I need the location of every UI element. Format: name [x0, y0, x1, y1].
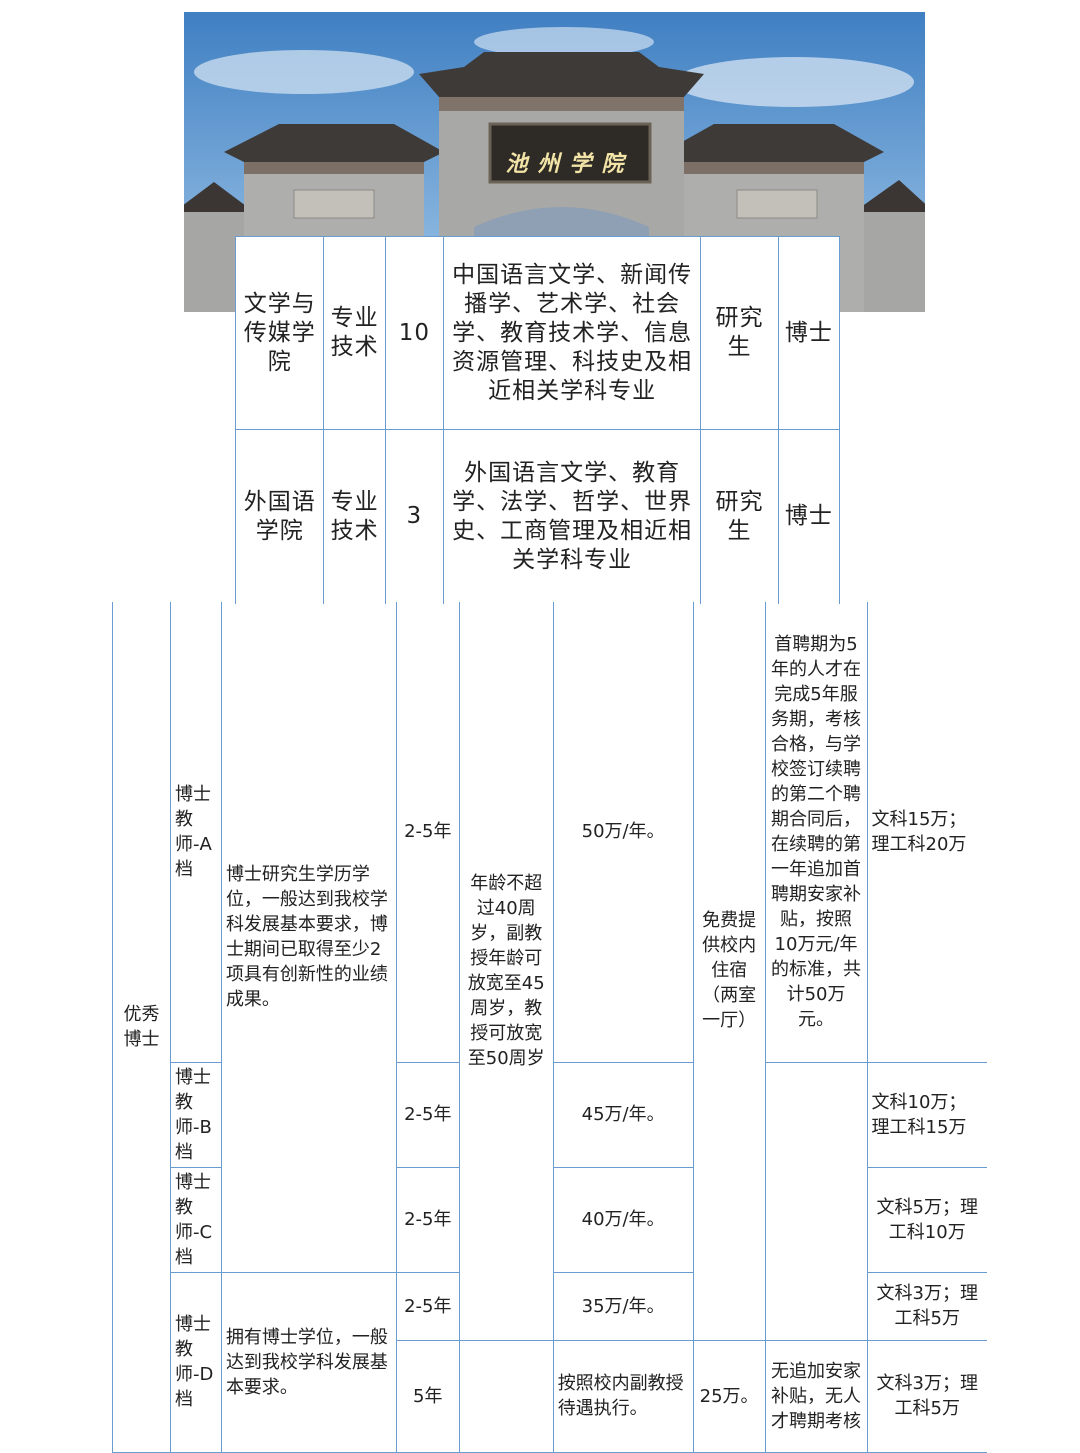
tier-name-cell: 博士教师-A档 — [169, 602, 222, 1063]
position-type-cell: 专业技术 — [323, 236, 386, 430]
tier-name-cell: 博士教师-D档 — [169, 1271, 222, 1453]
salary-cell: 按照校内副教授待遇执行。 — [552, 1339, 694, 1453]
term-cell: 2-5年 — [395, 1061, 460, 1168]
salary-cell: 35万/年。 — [552, 1271, 694, 1341]
table-row: 5年 按照校内副教授待遇执行。 25万。 无追加安家补贴，无人才聘期考核 文科3… — [113, 1339, 987, 1453]
education-cell: 研究生 — [700, 429, 779, 604]
term-cell: 2-5年 — [395, 1271, 460, 1341]
position-type-cell: 专业技术 — [323, 429, 386, 604]
age-requirement-cell-empty — [458, 1339, 554, 1453]
age-requirement-cell: 年龄不超过40周岁，副教授年龄可放宽至45周岁，教授可放宽至50周岁 — [458, 602, 554, 1341]
gate-sign-text: 池州学院 — [505, 151, 634, 177]
table-row: 博士教师-D档 拥有博士学位，一般达到我校学科发展基本要求。 2-5年 35万/… — [113, 1271, 987, 1453]
major-cell: 外国语言文学、教育学、法学、哲学、世界史、工商管理及相近相关学科专业 — [443, 429, 702, 604]
table-row: 博士教师-B档 2-5年 45万/年。 文科10万；理工科15万 — [113, 1061, 987, 1341]
housing-cell: 免费提供校内住宿（两室一厅） — [692, 602, 766, 1341]
salary-cell: 40万/年。 — [552, 1166, 694, 1273]
table-row: 博士教师-C档 2-5年 40万/年。 文科5万；理工科10万 — [113, 1166, 987, 1273]
settlement-cell-empty — [764, 1061, 868, 1341]
research-fund-cell: 文科10万；理工科15万 — [866, 1061, 987, 1168]
category-cell: 优秀博士 — [112, 602, 171, 1453]
settlement-note-cell: 无追加安家补贴，无人才聘期考核 — [764, 1339, 868, 1453]
requirement-cell: 博士研究生学历学位，一般达到我校学科发展基本要求，博士期间已取得至少2项具有创新… — [220, 602, 397, 1273]
term-cell: 2-5年 — [395, 1166, 460, 1273]
degree-cell: 博士 — [777, 236, 841, 430]
research-fund-cell: 文科15万；理工科20万 — [866, 602, 987, 1063]
college-cell: 文学与传媒学院 — [234, 236, 325, 430]
term-cell: 2-5年 — [395, 602, 460, 1063]
settlement-cell: 首聘期为5年的人才在完成5年服务期，考核合格，与学校签订续聘的第二个聘期合同后，… — [764, 602, 868, 1063]
recruitment-table: 文学与传媒学院 专业技术 10 中国语言文学、新闻传播学、艺术学、社会学、教育技… — [234, 236, 841, 604]
table-row: 外国语学院 专业技术 3 外国语言文学、教育学、法学、哲学、世界史、工商管理及相… — [234, 429, 841, 604]
headcount-cell: 10 — [384, 236, 445, 430]
education-cell: 研究生 — [700, 236, 779, 430]
settlement-amount-cell: 25万。 — [692, 1339, 766, 1453]
tier-name-cell: 博士教师-B档 — [169, 1061, 222, 1168]
college-cell: 外国语学院 — [234, 429, 325, 604]
headcount-cell: 3 — [384, 429, 445, 604]
tier-name-cell: 博士教师-C档 — [169, 1166, 222, 1273]
research-fund-cell: 文科3万；理工科5万 — [866, 1339, 987, 1453]
table-row: 优秀博士 博士教师-A档 博士研究生学历学位，一般达到我校学科发展基本要求，博士… — [112, 602, 987, 1453]
requirement-cell: 拥有博士学位，一般达到我校学科发展基本要求。 — [220, 1271, 397, 1453]
degree-cell: 博士 — [777, 429, 841, 604]
major-cell: 中国语言文学、新闻传播学、艺术学、社会学、教育技术学、信息资源管理、科技史及相近… — [443, 236, 702, 430]
salary-cell: 50万/年。 — [552, 602, 694, 1063]
talent-benefits-table: 优秀博士 博士教师-A档 博士研究生学历学位，一般达到我校学科发展基本要求，博士… — [112, 602, 987, 1453]
research-fund-cell: 文科5万；理工科10万 — [866, 1166, 987, 1273]
table-row: 文学与传媒学院 专业技术 10 中国语言文学、新闻传播学、艺术学、社会学、教育技… — [234, 236, 841, 430]
term-cell: 5年 — [395, 1339, 460, 1453]
research-fund-cell: 文科3万；理工科5万 — [866, 1271, 987, 1341]
salary-cell: 45万/年。 — [552, 1061, 694, 1168]
